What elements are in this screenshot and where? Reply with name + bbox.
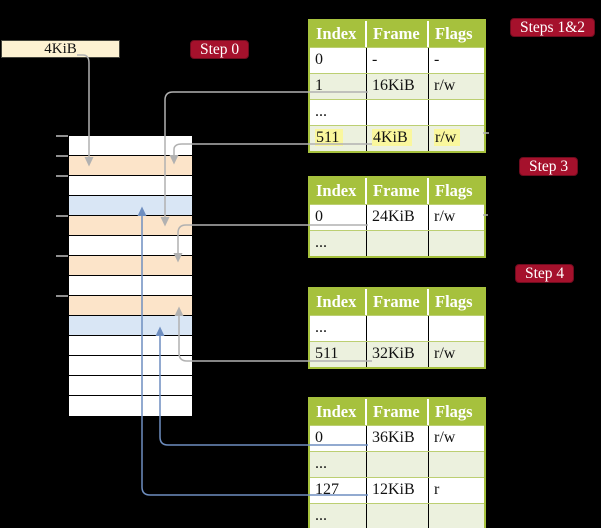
memory-frame-row [69, 136, 192, 156]
table-cell: ... [310, 231, 367, 256]
highlighted-value: 4KiB [372, 129, 412, 146]
table-cell: 32KiB [367, 342, 429, 367]
memory-address-tick [56, 295, 68, 297]
memory-frame-row [69, 336, 192, 356]
memory-frame-row [69, 316, 192, 336]
table-row: 0-- [310, 47, 484, 73]
badge-step-3: Step 3 [519, 157, 579, 176]
table-cell: 1 [310, 74, 367, 99]
highlighted-value: r/w [434, 129, 461, 146]
memory-frame-row [69, 356, 192, 376]
table-row: ... [310, 230, 484, 256]
memory-frame-row [69, 396, 192, 416]
column-header-index: Index [310, 289, 367, 315]
table-cell: ... [310, 504, 367, 528]
table-cell [367, 231, 429, 256]
table-cell: r/w [434, 345, 456, 362]
memory-address-tick [56, 255, 68, 257]
table-cell: r [434, 481, 440, 498]
badge-steps-1-2: Steps 1&2 [510, 18, 596, 37]
table-cell: 24KiB [367, 205, 429, 230]
memory-frame-row [69, 216, 192, 236]
table-row: 511 4KiB r/w [310, 125, 484, 151]
memory-frame-row [69, 256, 192, 276]
column-header-index: Index [310, 178, 367, 204]
table-cell: ... [310, 100, 367, 125]
table-cell: ... [310, 316, 367, 341]
table-cell: 16KiB [367, 74, 429, 99]
memory-frame-row [69, 296, 192, 316]
memory-frame-row [69, 276, 192, 296]
table-cell: - [434, 51, 440, 68]
table-row: ... [310, 315, 484, 341]
table-cell: r/w [434, 208, 456, 225]
table-cell: r/w [434, 429, 456, 446]
table-cell: 4KiB [367, 126, 429, 151]
table-cell: ... [310, 452, 367, 477]
memory-address-tick [56, 155, 68, 157]
highlighted-value: 511 [315, 129, 344, 146]
column-header-frame: Frame [367, 178, 429, 204]
memory-address-tick [56, 215, 68, 217]
badge-step-4: Step 4 [515, 264, 575, 283]
badge-step-0: Step 0 [190, 40, 250, 59]
table-row: ... [310, 99, 484, 125]
column-header-frame: Frame [367, 289, 429, 315]
table-cell: 511 [310, 126, 367, 151]
table-cell: 127 [310, 478, 367, 503]
table-cell: - [367, 48, 429, 73]
free-frame-box: 4KiB [1, 40, 120, 58]
table-cell [367, 316, 429, 341]
memory-address-tick [56, 135, 68, 137]
column-header-index: Index [310, 399, 367, 425]
table-cell: 0 [310, 48, 367, 73]
table-cell: r/w [429, 126, 484, 151]
table-cell [367, 452, 429, 477]
column-header-flags: Flags [435, 292, 473, 311]
memory-frame-row [69, 236, 192, 256]
table-cell [429, 100, 484, 125]
memory-frame-row [69, 196, 192, 216]
table-cell: 12KiB [367, 478, 429, 503]
table-cell: 511 [310, 342, 367, 367]
column-header-flags: Flags [435, 181, 473, 200]
memory-address-tick [56, 175, 68, 177]
table-cell: r/w [434, 77, 456, 94]
table-cell [367, 504, 429, 528]
column-header-flags: Flags [435, 402, 473, 421]
memory-frame-row [69, 156, 192, 176]
table-row: ... [310, 503, 484, 528]
column-header-frame: Frame [367, 399, 429, 425]
table-cell: 36KiB [367, 426, 429, 451]
memory-frame-row [69, 176, 192, 196]
table-cell: 0 [310, 426, 367, 451]
table-row: ... [310, 451, 484, 477]
column-header-flags: Flags [435, 24, 473, 43]
physical-memory-column [67, 134, 194, 418]
memory-frame-row [69, 376, 192, 396]
column-header-frame: Frame [367, 21, 429, 47]
table-cell [429, 504, 484, 528]
table-cell [429, 452, 484, 477]
table-cell [429, 316, 484, 341]
table-cell: 0 [310, 205, 367, 230]
table-cell [367, 100, 429, 125]
column-header-index: Index [310, 21, 367, 47]
table-cell [429, 231, 484, 256]
